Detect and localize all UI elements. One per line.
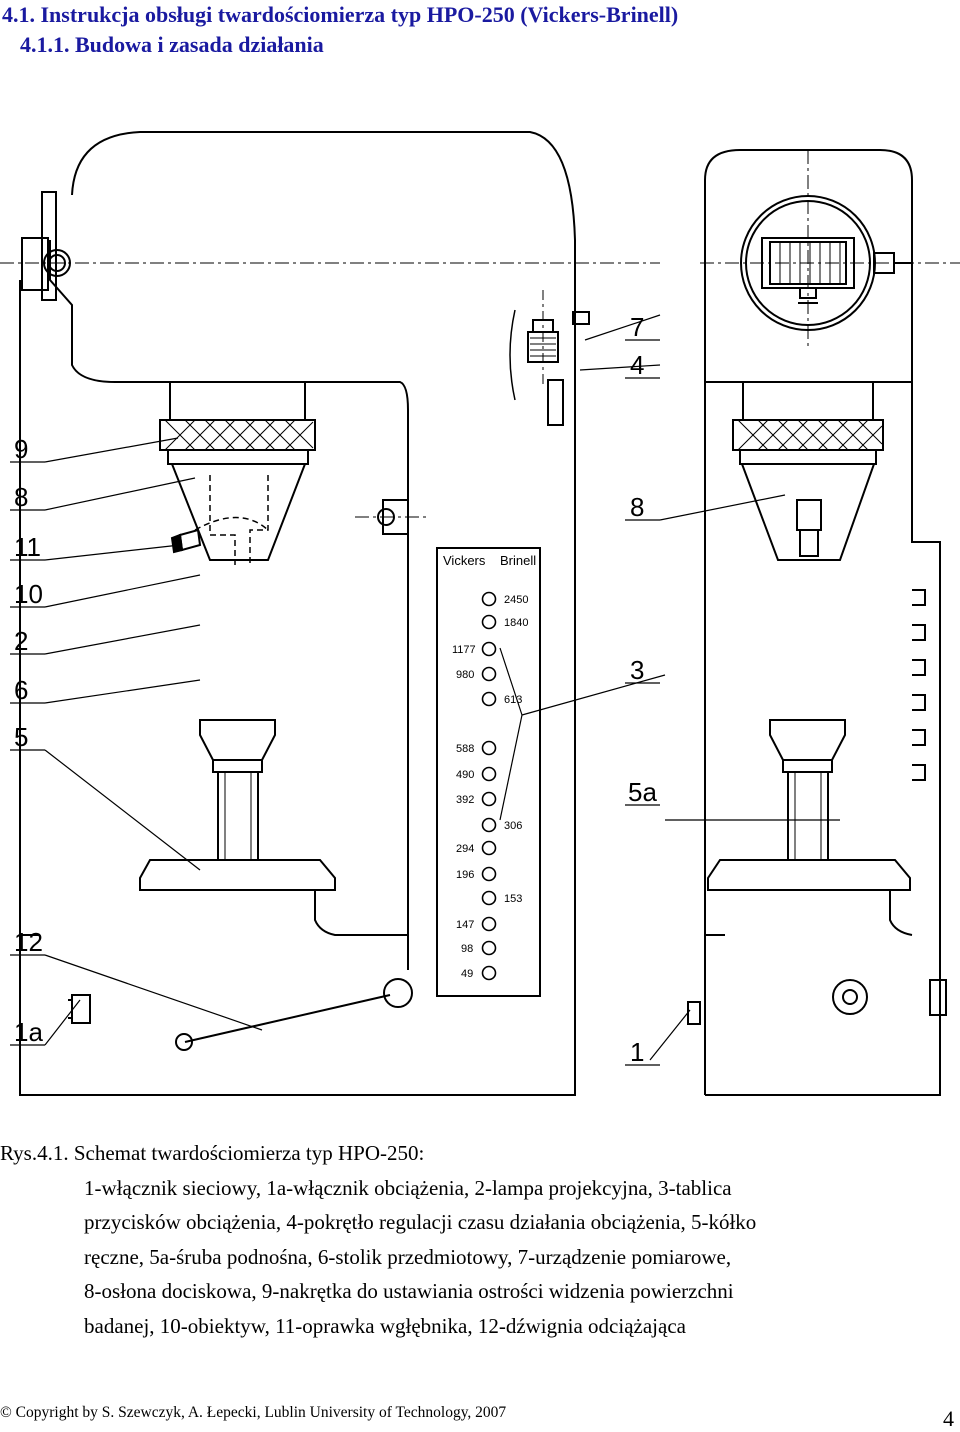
label-4: 4: [630, 350, 644, 380]
load-button-icon: [481, 940, 497, 956]
caption-line: ręczne, 5a-śruba podnośna, 6-stolik prze…: [84, 1244, 732, 1269]
vickers-value: 294: [456, 843, 474, 855]
load-button-icon: [481, 666, 497, 682]
load-button-icon: [481, 591, 497, 607]
load-button-icon: [481, 866, 497, 882]
label-1a: 1a: [14, 1017, 43, 1047]
panel-header-brinell: Brinell: [500, 553, 536, 568]
copyright-footer: © Copyright by S. Szewczyk, A. Łepecki, …: [0, 1404, 507, 1421]
vickers-value: 392: [456, 794, 474, 806]
vickers-value: 980: [456, 669, 474, 681]
vickers-value: 98: [461, 943, 473, 955]
vickers-value: 147: [456, 919, 474, 931]
load-button-icon: [481, 840, 497, 856]
load-button-panel: Vickers Brinell 2450 1840 613 306 153 11…: [443, 553, 536, 981]
vickers-value: 490: [456, 769, 474, 781]
label-5: 5: [14, 722, 28, 752]
load-button-icon: [481, 691, 497, 707]
label-8-left: 8: [14, 482, 28, 512]
load-button-icon: [481, 916, 497, 932]
hardness-tester-schematic: 9 8 11 10 2 6 5 12 1a 7 4 8 3 5a 1 Vicke…: [0, 131, 960, 1096]
label-3: 3: [630, 655, 644, 685]
brinell-value: 153: [504, 893, 522, 905]
load-button-icon: [481, 740, 497, 756]
vickers-value: 1177: [452, 644, 476, 656]
label-5a: 5a: [628, 777, 657, 807]
load-button-icon: [481, 817, 497, 833]
label-12: 12: [14, 927, 43, 957]
caption-title: Rys.4.1. Schemat twardościomierza typ HP…: [0, 1141, 425, 1165]
label-11: 11: [14, 532, 41, 562]
page-number: 4: [943, 1406, 954, 1431]
brinell-value: 613: [504, 694, 522, 706]
load-button-icon: [481, 791, 497, 807]
label-10: 10: [14, 579, 43, 609]
load-button-icon: [481, 766, 497, 782]
caption-line: 8-osłona dociskowa, 9-nakrętka do ustawi…: [84, 1279, 734, 1303]
load-button-icon: [481, 890, 497, 906]
label-6: 6: [14, 675, 28, 705]
front-view: [687, 149, 960, 1096]
label-7: 7: [630, 312, 644, 342]
panel-header-vickers: Vickers: [443, 553, 486, 568]
vickers-value: 588: [456, 743, 474, 755]
side-view: [0, 131, 660, 1096]
brinell-value: 1840: [504, 617, 528, 629]
load-button-icon: [481, 965, 497, 981]
label-2: 2: [14, 626, 28, 656]
vickers-value: 49: [461, 968, 473, 980]
vickers-value: 196: [456, 869, 474, 881]
caption-line: przycisków obciążenia, 4-pokrętło regula…: [84, 1210, 757, 1234]
brinell-value: 306: [504, 820, 522, 832]
section-heading: 4.1. Instrukcja obsługi twardościomierza…: [2, 2, 679, 27]
label-8-right: 8: [630, 492, 644, 522]
figure-caption: Rys.4.1. Schemat twardościomierza typ HP…: [0, 1136, 960, 1343]
load-button-icon: [481, 641, 497, 657]
brinell-value: 2450: [504, 594, 528, 606]
label-1: 1: [630, 1037, 644, 1067]
caption-line: 1-włącznik sieciowy, 1a-włącznik obciąże…: [84, 1175, 732, 1200]
subsection-heading: 4.1.1. Budowa i zasada działania: [20, 32, 324, 57]
label-9: 9: [14, 434, 28, 464]
load-button-icon: [481, 614, 497, 630]
leader-lines: [44, 314, 840, 1061]
caption-line: badanej, 10-obiektyw, 11-oprawka wgłębni…: [84, 1313, 686, 1338]
